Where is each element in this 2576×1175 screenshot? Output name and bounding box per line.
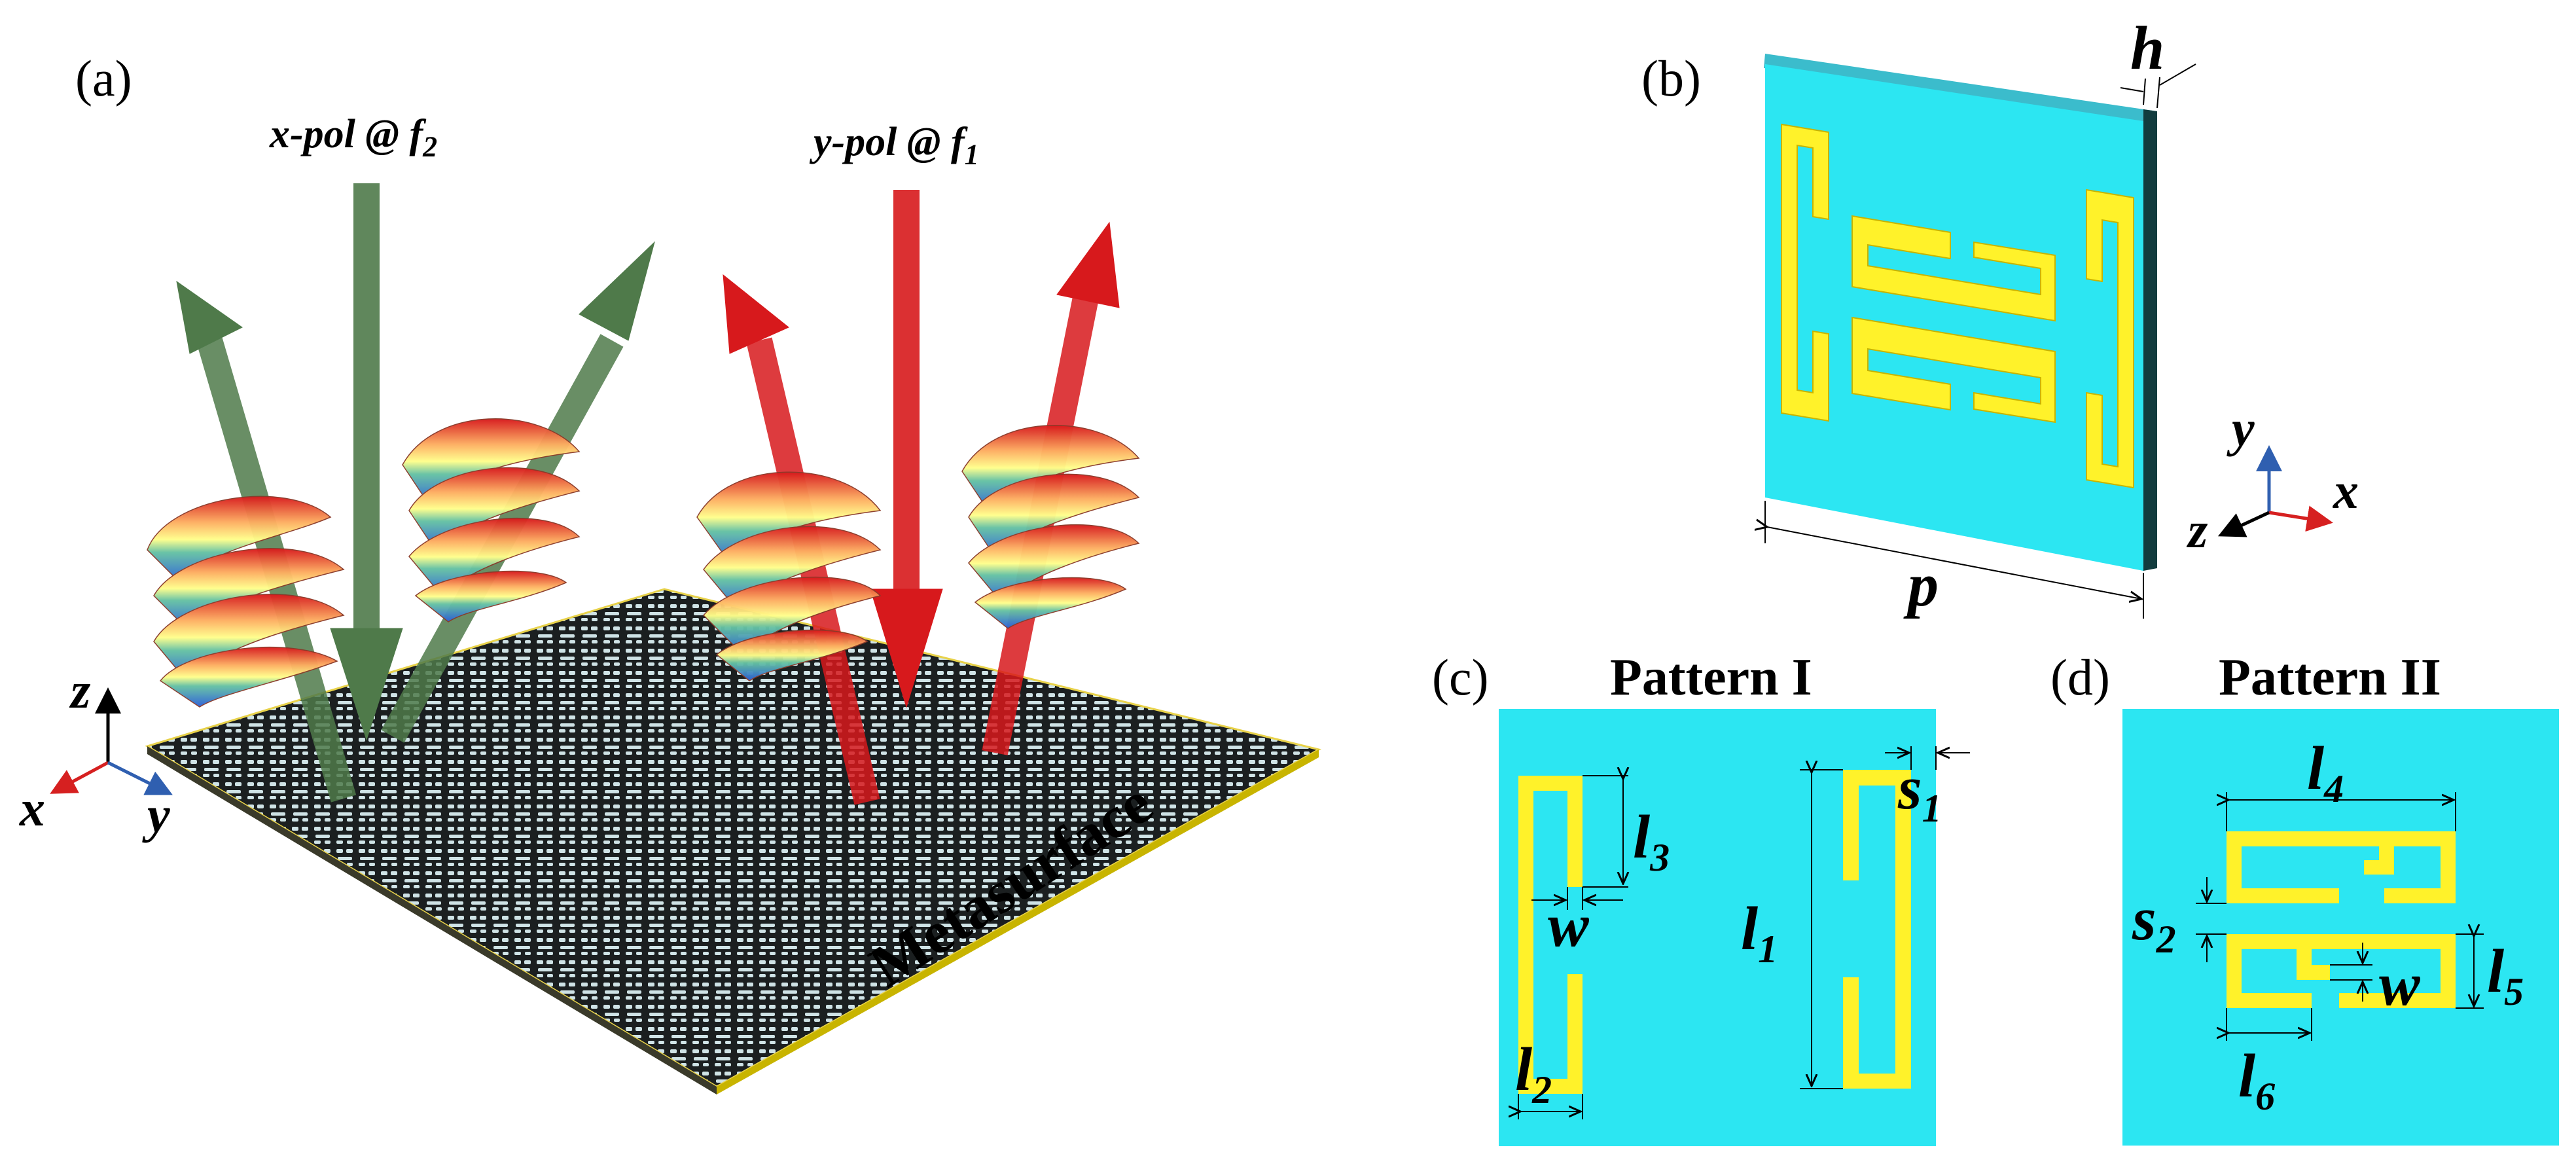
y-pol-label-main: y-pol @ f [814,120,965,164]
panel-a [50,183,1322,1094]
pattern-i-right-bracket [1843,770,1911,1089]
unit-cell-side-face [2143,109,2157,571]
pattern-ii-substrate [2122,709,2559,1146]
pattern-ii-title: Pattern II [2219,649,2441,706]
panel-a-tag: (a) [75,50,132,107]
x-pol-label-sub: 2 [423,130,438,163]
vortex-beam-1 [147,496,345,708]
left-c-resonator [1781,123,1829,422]
panel-b-axis-x-label: x [2333,462,2359,519]
x-pol-reflected-right-head [579,241,655,341]
panel-d [2122,709,2559,1146]
y-pol-reflected-left-head [723,274,789,354]
s2-label-sub: 2 [2156,917,2176,961]
unit-cell-top-face [1764,54,2157,126]
axis-x [2268,505,2333,532]
panel-a-axis-y-label: y [147,786,170,843]
x-pol-label-main: x-pol @ f [270,112,423,156]
p-label: p [1908,551,1939,619]
center-bottom-resonator [1851,316,2056,424]
y-pol-reflected-right-head [1056,221,1120,308]
l1-label-main: l [1741,895,1759,963]
l1-label-sub: 1 [1758,927,1778,971]
panel-b-axis-y-label: y [2232,400,2255,457]
metasurface-edge-right [717,750,1319,1094]
pattern-ii-bottom-resonator [2227,934,2456,1008]
l3-label: l3 [1633,802,1670,880]
panel-b-axis-z-label: z [2188,501,2208,558]
l6-label-sub: 6 [2255,1074,2276,1118]
right-c-resonator [2086,189,2134,489]
vortex-beam-3 [696,471,882,681]
y-pol-incident-head [870,588,943,708]
l2-label-sub: 2 [1532,1068,1552,1112]
s2-label-main: s [2132,885,2156,953]
unit-cell-resonators [1781,123,2134,489]
x-pol-incident-head [330,628,403,741]
center-top-resonator [1851,215,2056,322]
s1-label: s1 [1898,753,1942,831]
pattern-i-w-label: w [1548,892,1589,960]
axis-z [2217,511,2270,537]
panel-c-tag: (c) [1432,649,1489,706]
panel-a-axis-z-label: z [71,662,91,719]
pattern-i-title: Pattern I [1610,649,1812,706]
pattern-i-left-bracket [1518,776,1583,1094]
h-label: h [2130,14,2165,82]
l3-label-main: l [1633,803,1651,871]
l1-label: l1 [1741,894,1778,972]
pattern-i-resonators [1518,770,1911,1094]
pattern-ii-w-label: w [2379,950,2420,1019]
panel-b [1764,54,2333,619]
pattern-ii-dimensions [2196,792,2484,1041]
x-pol-reflected-left-head [176,280,243,354]
metasurface-edge [147,746,717,1094]
l3-label-sub: 3 [1650,835,1670,879]
vortex-beam-4 [961,425,1140,629]
l4-label-sub: 4 [2324,767,2344,810]
l5-label-main: l [2487,937,2505,1005]
s1-label-sub: 1 [1922,786,1942,830]
panel-d-tag: (d) [2050,649,2110,706]
l5-label: l5 [2487,936,2524,1015]
panel-a-axes [50,687,173,795]
y-pol-label: y-pol @ f1 [814,119,979,171]
panel-c [1499,709,1970,1146]
pattern-i-dimensions [1518,746,1970,1119]
s1-label-main: s [1898,754,1922,822]
l2-label: l2 [1515,1034,1552,1113]
panel-a-axis-x-label: x [20,780,45,837]
l4-label-main: l [2307,734,2325,803]
pattern-ii-top-resonator [2227,831,2456,903]
vortex-beams [147,418,1140,708]
pattern-ii-resonators [2227,831,2456,1008]
p-dimension [1765,501,2144,619]
s2-label: s2 [2132,884,2176,962]
panel-b-axes [2217,445,2333,537]
panel-b-tag: (b) [1641,50,1701,107]
l2-label-main: l [1515,1036,1533,1104]
vortex-beam-2 [402,418,581,623]
y-pol-label-sub: 1 [964,138,979,171]
axis-x [50,761,109,794]
x-pol-label: x-pol @ f2 [270,111,437,163]
l4-label: l4 [2307,733,2344,812]
l6-label-main: l [2238,1042,2256,1110]
y-pol-reflected-left [746,337,880,805]
axis-y [107,761,173,795]
l5-label-sub: 5 [2504,969,2524,1013]
l6-label: l6 [2238,1041,2275,1119]
unit-cell-front-face [1765,64,2143,571]
h-dimension [2120,63,2196,109]
